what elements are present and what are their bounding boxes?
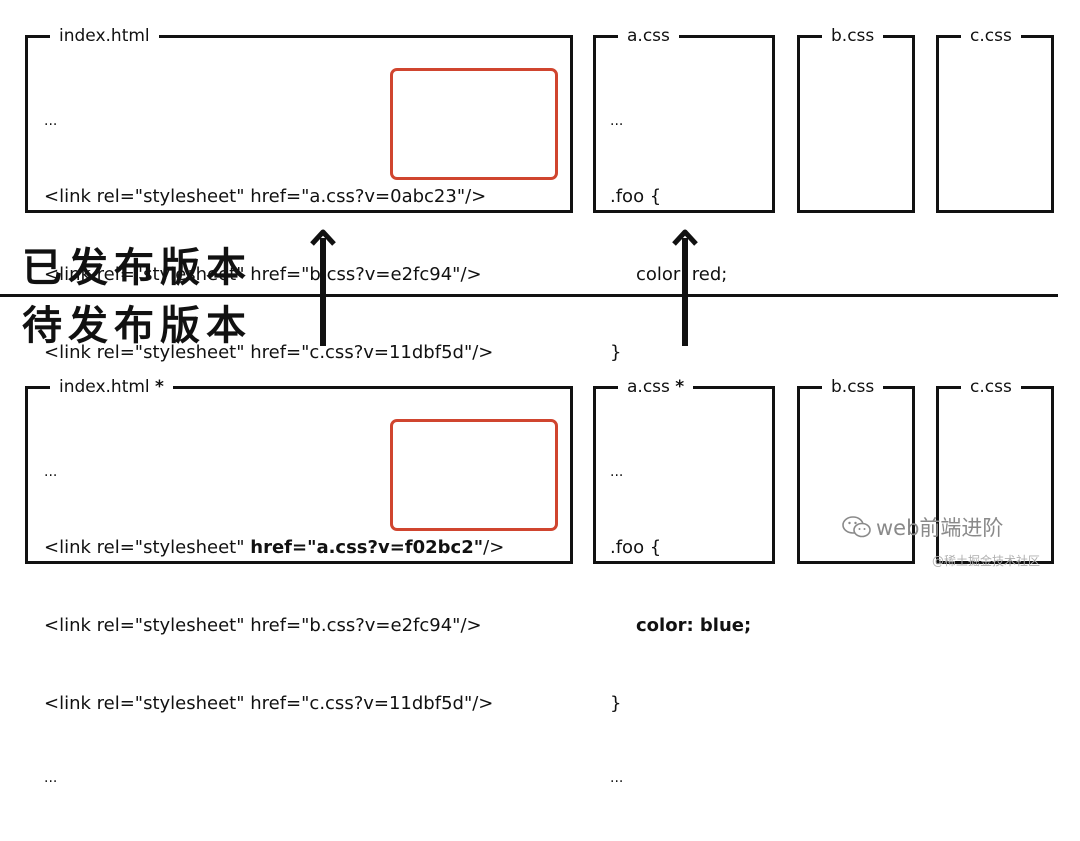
published-c-css-title: c.css (961, 25, 1021, 47)
ellipsis: ... (610, 464, 624, 480)
published-a-css-box: a.css ... .foo { color: red; } ... (593, 25, 775, 435)
arrow-up-icon (310, 229, 336, 346)
css-selector: .foo { (610, 537, 662, 558)
ellipsis: ... (610, 113, 624, 129)
modified-marker: * (155, 377, 164, 397)
pending-link-a-suffix: /> (483, 537, 505, 558)
css-selector: .foo { (610, 186, 662, 207)
published-link-b: <link rel="stylesheet" href="b.css?v=e2f… (44, 264, 482, 285)
watermark: web前端进阶 (842, 512, 1003, 542)
published-link-a: <link rel="stylesheet" href="a.css?v=0ab… (44, 186, 487, 207)
watermark-sub: @稀土掘金技术社区 (932, 554, 1041, 568)
published-b-css-box: b.css (797, 25, 915, 213)
pending-index-title: index.html * (50, 376, 173, 398)
css-declaration: color: red; (636, 264, 728, 285)
published-version-label: 已发布版本 (22, 245, 252, 291)
published-link-c: <link rel="stylesheet" href="c.css?v=11d… (44, 342, 494, 363)
watermark-text: web前端进阶 (876, 516, 1004, 540)
published-index-html-box: index.html ... <link rel="stylesheet" hr… (25, 25, 573, 435)
pending-a-css-code: ... .foo { color: blue; } ... (610, 411, 751, 841)
ellipsis: ... (44, 113, 58, 129)
published-version-highlight (390, 68, 558, 180)
wechat-icon (842, 516, 871, 538)
version-divider (0, 294, 1058, 297)
css-close-brace: } (610, 342, 622, 363)
published-a-css-title: a.css (618, 25, 679, 47)
pending-link-a: <link rel="stylesheet" href="a.css?v=f02… (44, 535, 504, 561)
pending-version-highlight (390, 419, 558, 531)
ellipsis: ... (44, 464, 58, 480)
ellipsis: ... (610, 770, 624, 786)
arrow-up-icon (672, 229, 698, 346)
pending-a-css-box: a.css * ... .foo { color: blue; } ... (593, 376, 775, 786)
modified-marker: * (675, 377, 685, 397)
pending-link-a-prefix: <link rel="stylesheet" (44, 537, 251, 558)
css-close-brace: } (610, 693, 622, 714)
pending-b-css-title: b.css (822, 376, 884, 398)
pending-link-c: <link rel="stylesheet" href="c.css?v=11d… (44, 693, 494, 714)
pending-link-b: <link rel="stylesheet" href="b.css?v=e2f… (44, 615, 482, 636)
pending-link-a-href-changed: href="a.css?v=f02bc2" (250, 537, 484, 558)
pending-c-css-box: c.css (936, 376, 1054, 564)
pending-index-title-text: index.html (59, 377, 150, 397)
ellipsis: ... (44, 770, 58, 786)
published-index-code: ... <link rel="stylesheet" href="a.css?v… (44, 60, 493, 490)
css-declaration-changed: color: blue; (636, 615, 752, 636)
pending-a-css-title-text: a.css (627, 377, 670, 397)
pending-c-css-title: c.css (961, 376, 1021, 398)
published-b-css-title: b.css (822, 25, 884, 47)
pending-a-css-title: a.css * (618, 376, 694, 398)
published-index-title: index.html (50, 25, 159, 47)
pending-index-html-box: index.html * ... <link rel="stylesheet" … (25, 376, 573, 786)
pending-version-label: 待发布版本 (22, 303, 252, 349)
published-c-css-box: c.css (936, 25, 1054, 213)
